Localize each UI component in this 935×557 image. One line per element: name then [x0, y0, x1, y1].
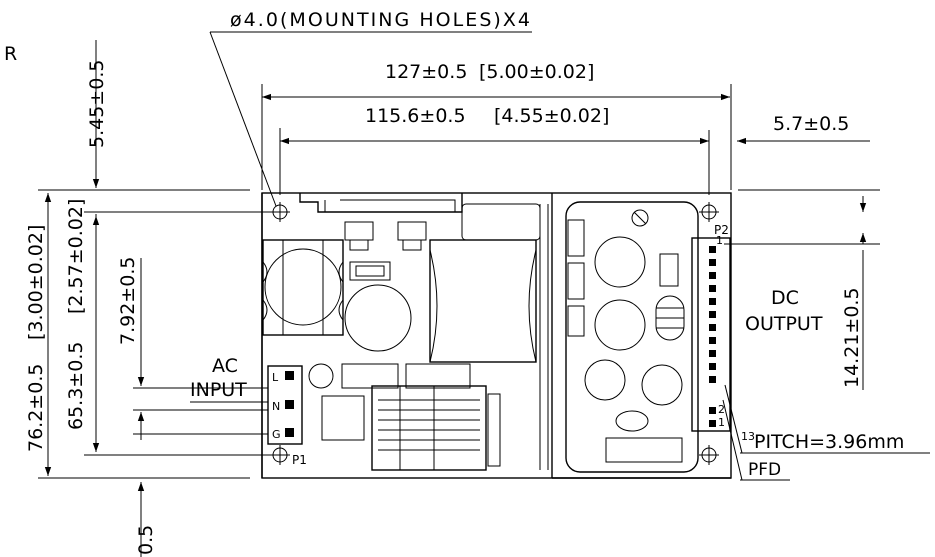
dc-output-label-line2: OUTPUT	[745, 313, 823, 335]
ac-input-label-line1: AC	[212, 355, 238, 377]
dc-pin-1-top-label: 1	[716, 234, 723, 247]
main-transformer	[321, 385, 501, 471]
hole-spacing-y-inch-dim: [2.57±0.02]	[65, 199, 87, 314]
pin-label-n: N	[272, 400, 280, 413]
pitch-leader	[724, 384, 743, 454]
right-margin-dim: 5.7±0.5	[773, 113, 849, 135]
hole-spacing-x-inch-dim: [4.55±0.02]	[494, 105, 609, 127]
p1-label: P1	[292, 453, 307, 467]
overall-height-dim: 76.2±0.5	[25, 364, 47, 452]
ac-input-label-line2: INPUT	[190, 379, 247, 401]
top-heatsinks	[344, 221, 427, 251]
overall-width-inch-dim: [5.00±0.02]	[479, 61, 594, 83]
mounting-hole-bl	[270, 445, 290, 465]
overall-width-dim: 127±0.5	[385, 61, 467, 83]
output-capacitors	[567, 219, 683, 406]
mounting-hole-br	[699, 445, 719, 465]
mounting-hole-tl	[270, 202, 290, 222]
bulk-capacitor	[344, 284, 412, 352]
pin-label-g: G	[272, 428, 281, 441]
mounting-holes-note: ø4.0(MOUNTING HOLES)X4	[230, 9, 530, 31]
hole-spacing-y-dim: 65.3±0.5	[65, 342, 87, 430]
hole-spacing-x-dim: 115.6±0.5	[365, 105, 466, 127]
pitch-label: PITCH=3.96mm	[754, 431, 904, 453]
overall-height-inch-dim: [3.00±0.02]	[25, 225, 47, 340]
ac-input-connector	[267, 365, 303, 445]
dc-pin-1-bottom-label: 1	[718, 416, 725, 429]
dc-pin-13-label: 13	[741, 430, 755, 443]
output-inductor	[655, 295, 685, 341]
pfc-inductor	[429, 203, 541, 363]
bottom-margin-dim: 0.5	[135, 525, 157, 555]
pin-label-l: L	[272, 371, 279, 384]
output-filter-block	[605, 437, 683, 463]
transformer	[262, 239, 344, 336]
mounting-hole-tr	[699, 202, 719, 222]
output-pot	[631, 209, 649, 227]
pfd-leader	[722, 399, 743, 481]
dc-output-label-line1: DC	[771, 287, 799, 309]
corner-text: R	[4, 43, 17, 65]
ac-pin-pitch-dim: 7.92±0.5	[117, 257, 139, 345]
p2-label: P2	[714, 223, 729, 237]
small-relay	[349, 261, 391, 281]
dc-output-connector	[691, 237, 731, 432]
mounting-holes-leader	[209, 31, 277, 207]
dc-pin-2-label: 2	[718, 403, 725, 416]
fuse-cap	[308, 363, 334, 389]
top-margin-dim: 5.45±0.5	[86, 60, 108, 148]
pfd-label: PFD	[748, 460, 781, 480]
dc-pin-offset-dim: 14.21±0.5	[841, 287, 863, 388]
